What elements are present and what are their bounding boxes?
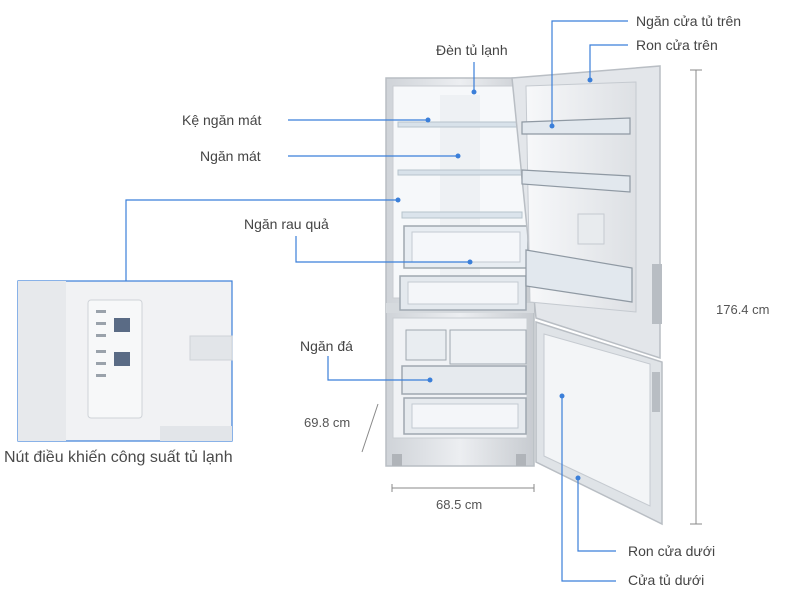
upper-door [511, 65, 662, 360]
dimension-lines [361, 69, 702, 525]
leader-lower-door [561, 396, 616, 582]
leader-dots [395, 77, 593, 481]
label-lower-door: Cửa tủ dưới [628, 572, 705, 588]
label-upper-door-shelf: Ngăn cửa tủ trên [636, 13, 742, 29]
label-upper-door-gasket: Ron cửa trên [636, 37, 718, 53]
fridge-shelves [397, 121, 525, 219]
dimension-depth: 69.8 cm [304, 415, 351, 430]
label-fridge-compartment: Ngăn mát [200, 148, 261, 164]
vegetable-drawers [399, 225, 529, 311]
leader-lines [125, 20, 628, 582]
label-freezer-compartment: Ngăn đá [300, 338, 353, 354]
label-lower-door-gasket: Ron cửa dưới [628, 543, 716, 559]
dimension-height: 176.4 cm [716, 302, 770, 317]
label-fridge-shelf: Kệ ngăn mát [182, 112, 262, 128]
label-fridge-light: Đèn tủ lạnh [436, 42, 508, 58]
leader-lower-door-gasket [577, 478, 616, 552]
leader-vegetable-drawer [295, 236, 470, 263]
lower-door [535, 320, 663, 526]
leader-control-button [125, 199, 398, 281]
leader-upper-door-shelf [551, 20, 628, 126]
label-vegetable-drawer: Ngăn rau quả [244, 216, 329, 232]
freezer-drawers [401, 329, 527, 435]
leader-freezer [327, 356, 430, 381]
dimension-width: 68.5 cm [436, 497, 483, 512]
control-panel-inset [17, 280, 233, 442]
leader-upper-door-gasket [589, 44, 628, 80]
label-power-control-button: Nút điều khiến công suất tủ lạnh [4, 449, 233, 466]
